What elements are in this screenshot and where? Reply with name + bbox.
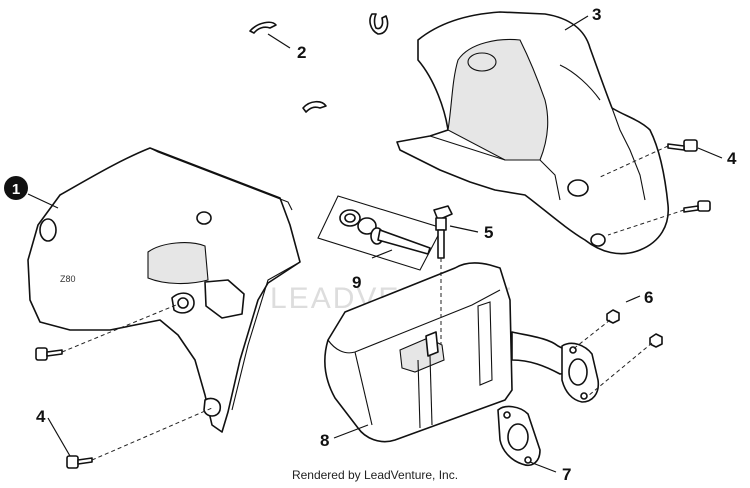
- callout-2[interactable]: 2: [297, 43, 306, 62]
- bolt-4-lower[interactable]: [66, 455, 93, 469]
- shield-stamp-text: Z80: [60, 274, 76, 284]
- part-kit-box[interactable]: [317, 195, 443, 271]
- callout-7[interactable]: 7: [562, 465, 571, 484]
- callout-4-lower[interactable]: 4: [36, 407, 46, 426]
- callout-3[interactable]: 3: [592, 5, 601, 24]
- nut-6-upper[interactable]: [606, 309, 620, 324]
- part-heat-shield-lower[interactable]: Z80: [27, 147, 301, 433]
- callout-1-label: 1: [12, 181, 20, 198]
- callout-1[interactable]: 1: [4, 176, 28, 200]
- part-muffler[interactable]: [324, 262, 576, 443]
- bolt-4-middle[interactable]: [683, 200, 711, 213]
- callout-leaders: [27, 15, 723, 473]
- bolt-4-upper[interactable]: [667, 139, 698, 152]
- nut-6-lower[interactable]: [649, 333, 663, 348]
- part-heat-shield-upper[interactable]: [396, 11, 669, 255]
- callout-9[interactable]: 9: [352, 273, 361, 292]
- callout-6[interactable]: 6: [644, 288, 653, 307]
- bolt-4-left[interactable]: [35, 347, 63, 361]
- callout-8[interactable]: 8: [320, 431, 329, 450]
- assembly-lines: [61, 145, 685, 461]
- footer-credit: Rendered by LeadVenture, Inc.: [291, 468, 459, 482]
- part-clip[interactable]: [249, 13, 389, 113]
- callout-4-upper[interactable]: 4: [727, 149, 737, 168]
- callout-5[interactable]: 5: [484, 223, 493, 242]
- bolt-5[interactable]: [433, 205, 453, 259]
- part-gasket[interactable]: [497, 342, 600, 466]
